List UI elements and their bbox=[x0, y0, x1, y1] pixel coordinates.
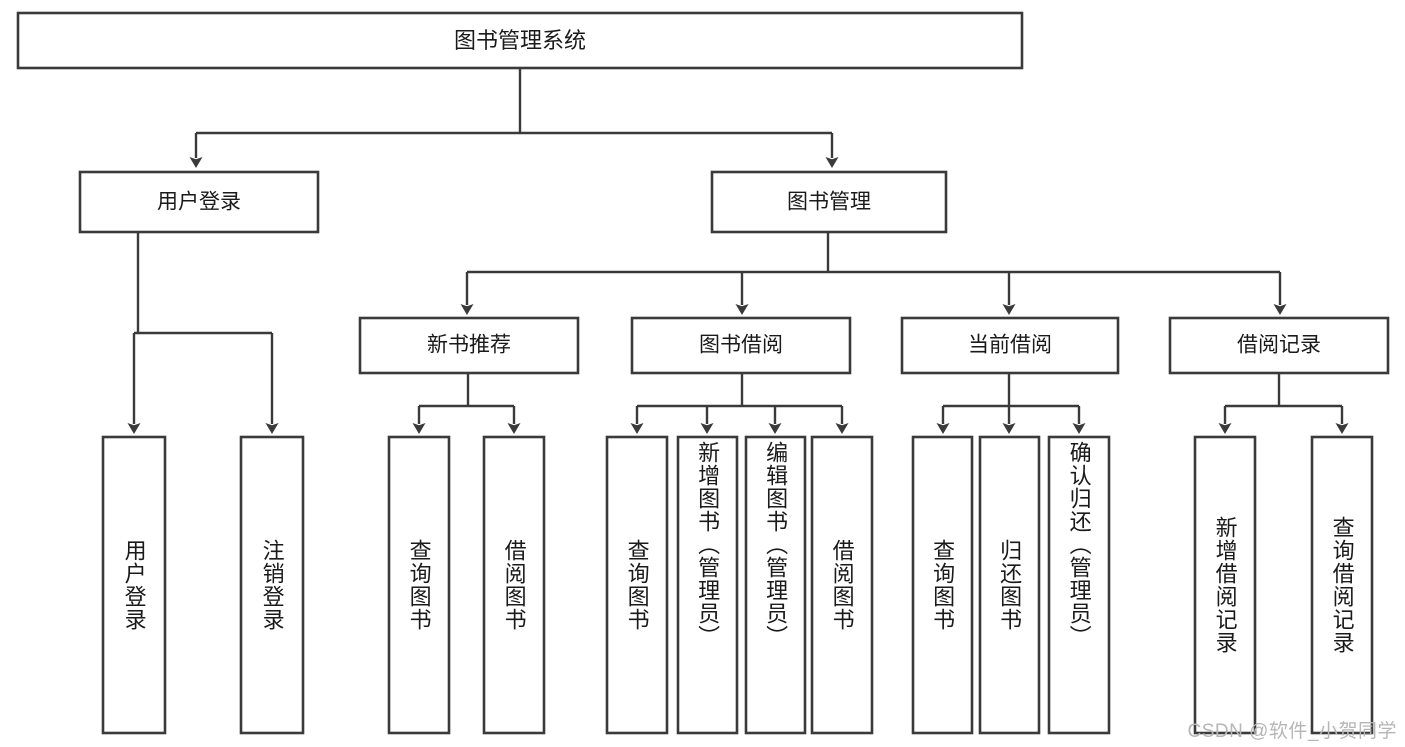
node-book-borrow-label: 图书借阅 bbox=[699, 334, 783, 357]
leaf-current-confirm-return-admin[interactable] bbox=[1047, 435, 1111, 735]
leaf-user-login-login[interactable] bbox=[101, 435, 167, 735]
node-book-borrow[interactable]: 图书借阅 bbox=[630, 316, 852, 375]
node-book-management-label: 图书管理 bbox=[787, 191, 871, 214]
watermark-text: CSDN @软件_小贺同学 bbox=[1187, 721, 1397, 742]
node-user-login[interactable]: 用户登录 bbox=[78, 170, 320, 234]
node-current-borrow[interactable]: 当前借阅 bbox=[900, 316, 1120, 375]
node-book-management[interactable]: 图书管理 bbox=[710, 170, 948, 234]
connector-root-to-level2 bbox=[189, 68, 839, 168]
node-current-borrow-label: 当前借阅 bbox=[968, 334, 1052, 357]
connector-bookmgmt-to-level3 bbox=[460, 232, 1287, 315]
node-borrow-record[interactable]: 借阅记录 bbox=[1168, 316, 1390, 375]
leaf-record-query-record[interactable] bbox=[1310, 435, 1374, 735]
leaf-user-login-logout[interactable] bbox=[239, 435, 305, 735]
node-borrow-record-label: 借阅记录 bbox=[1237, 334, 1321, 357]
connector-newbook-to-leaves bbox=[412, 373, 521, 434]
node-user-login-label: 用户登录 bbox=[157, 191, 241, 214]
node-new-book-recommend-label: 新书推荐 bbox=[427, 334, 511, 357]
leaf-borrow-add-book-admin[interactable] bbox=[676, 435, 739, 735]
leaf-newbook-query-book[interactable] bbox=[387, 435, 451, 735]
leaf-borrow-query-book[interactable] bbox=[605, 435, 669, 735]
leaf-borrow-borrow-book[interactable] bbox=[810, 435, 874, 735]
leaf-record-add-record[interactable] bbox=[1193, 435, 1257, 735]
node-root[interactable]: 图书管理系统 bbox=[16, 11, 1024, 70]
leaf-current-query-book[interactable] bbox=[911, 435, 974, 735]
leaf-newbook-borrow-book[interactable] bbox=[482, 435, 546, 735]
leaf-borrow-edit-book-admin[interactable] bbox=[744, 435, 807, 735]
connector-borrow-to-leaves bbox=[630, 373, 849, 434]
connector-record-to-leaves bbox=[1218, 373, 1349, 434]
node-root-label: 图书管理系统 bbox=[454, 28, 586, 53]
connector-userlogin-to-leaves bbox=[127, 232, 279, 434]
leaf-current-return-book[interactable] bbox=[978, 435, 1041, 735]
connector-current-to-leaves bbox=[936, 373, 1086, 434]
node-new-book-recommend[interactable]: 新书推荐 bbox=[358, 316, 580, 375]
